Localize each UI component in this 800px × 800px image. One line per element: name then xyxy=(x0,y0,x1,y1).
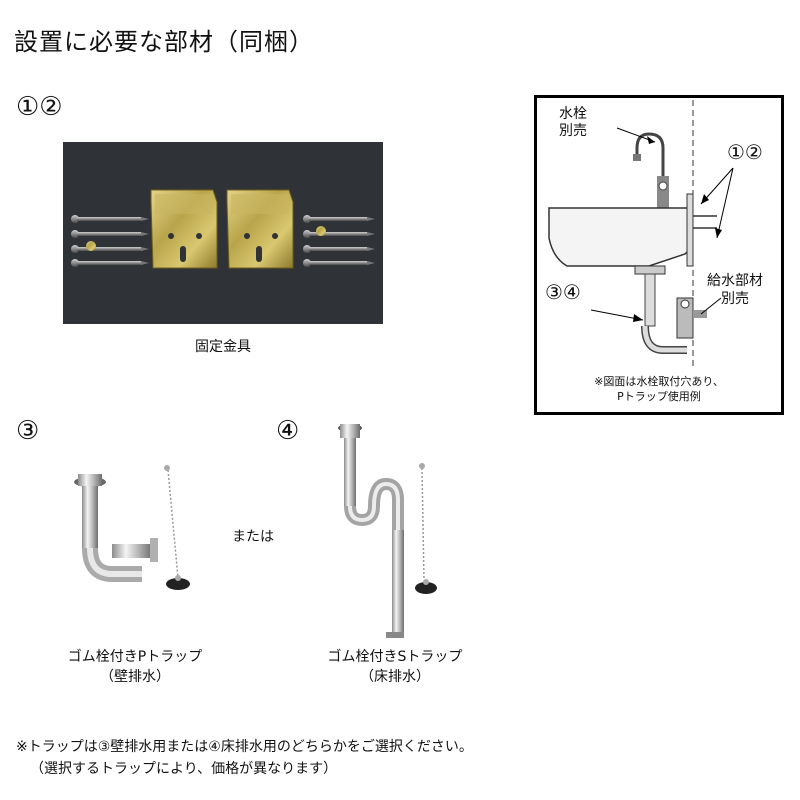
s-trap-illustration xyxy=(338,424,437,638)
bracket-left xyxy=(150,189,218,269)
section-12-number: ①② xyxy=(16,92,63,122)
diagram-note: ※図面は水栓取付穴あり、 Pトラップ使用例 xyxy=(594,375,724,403)
section-4-number: ④ xyxy=(276,416,300,446)
page-title: 設置に必要な部材（同梱） xyxy=(14,28,314,56)
price-note: （選択するトラップにより、価格が異なります） xyxy=(30,761,338,777)
p-trap-illustration xyxy=(74,465,190,590)
installation-diagram: 水栓 別売 ①② ③④ 給水部材 別売 ※図面は水栓取付穴あり、 Pトラップ使用… xyxy=(534,95,784,415)
p-trap-photo xyxy=(60,460,220,610)
s-trap-drain-type: （床排水） xyxy=(360,669,430,685)
fixing-brackets-photo xyxy=(63,142,383,324)
bracket-right xyxy=(226,189,294,269)
s-trap-name: ゴム栓付きSトラップ xyxy=(327,649,463,665)
sink-installation-drawing xyxy=(548,100,734,368)
section-3-number: ③ xyxy=(16,416,40,446)
or-text: または xyxy=(232,529,274,545)
screw-group-left xyxy=(71,215,149,267)
screw-group-right xyxy=(303,215,375,267)
supply-parts-label: 給水部材 別売 xyxy=(707,273,763,307)
p-trap-caption: ゴム栓付きPトラップ （壁排水） xyxy=(30,646,240,686)
p-trap-drain-type: （壁排水） xyxy=(100,669,170,685)
s-trap-caption: ゴム栓付きSトラップ （床排水） xyxy=(290,646,500,686)
diagram-label-12: ①② xyxy=(727,140,763,164)
fixing-brackets-caption: 固定金具 xyxy=(195,339,251,355)
fixing-brackets-illustration xyxy=(71,189,375,269)
p-trap-name: ゴム栓付きPトラップ xyxy=(67,649,203,665)
diagram-label-34: ③④ xyxy=(545,280,581,304)
s-trap-photo xyxy=(326,420,446,642)
faucet-label: 水栓 別売 xyxy=(559,106,587,139)
trap-selection-note: ※トラップは③壁排水用または④床排水用のどちらかをご選択ください。 xyxy=(16,739,473,755)
